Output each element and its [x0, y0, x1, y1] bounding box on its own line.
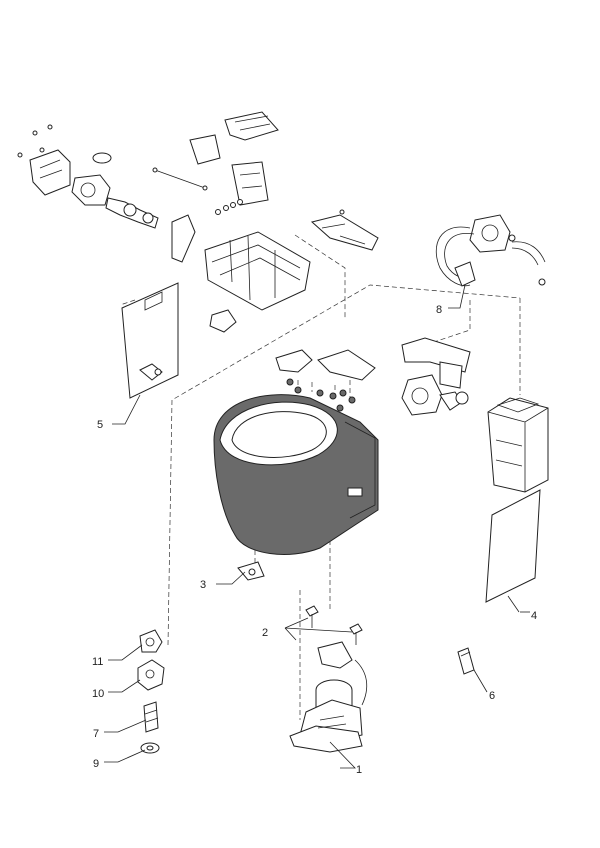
inlet-valve-hose-assembly: [435, 214, 546, 287]
callout-5: 5: [97, 419, 103, 431]
upper-bracket-fasteners: [275, 349, 376, 412]
washer-part-9: [140, 742, 160, 754]
bracket-part-3: [237, 561, 265, 581]
bracket-assembly-top-center: [152, 111, 379, 333]
screws-part-2: [305, 605, 363, 645]
callout-7: 7: [93, 728, 99, 740]
block-part-6: [457, 647, 475, 675]
leader-lines: [104, 284, 530, 769]
tank-assembly: [487, 397, 549, 493]
callout-8: 8: [436, 304, 442, 316]
callout-3: 3: [200, 579, 206, 591]
pump-base-part-1: [289, 641, 368, 753]
side-panel-part-5: [121, 282, 179, 399]
callout-11: 11: [92, 656, 103, 668]
valve-assembly-top-left: [17, 124, 159, 229]
callout-6: 6: [489, 690, 495, 702]
toilet-bowl: [213, 394, 379, 555]
assembly-guide-lines: [119, 234, 521, 720]
callout-9: 9: [93, 758, 99, 770]
callout-1: 1: [356, 764, 362, 776]
screw-group: [215, 199, 243, 215]
connector-part-7: [143, 701, 159, 733]
flush-valve-elbow-assembly: [401, 337, 471, 416]
fitting-part-10: [137, 659, 165, 691]
callout-2: 2: [262, 627, 268, 639]
cover-sheet-part-4: [485, 489, 541, 603]
callout-labels: 5 3 2 4 6 1 8 11 10 7 9: [92, 304, 537, 776]
fitting-part-11: [139, 629, 163, 653]
callout-10: 10: [92, 688, 104, 700]
callout-4: 4: [531, 610, 537, 622]
